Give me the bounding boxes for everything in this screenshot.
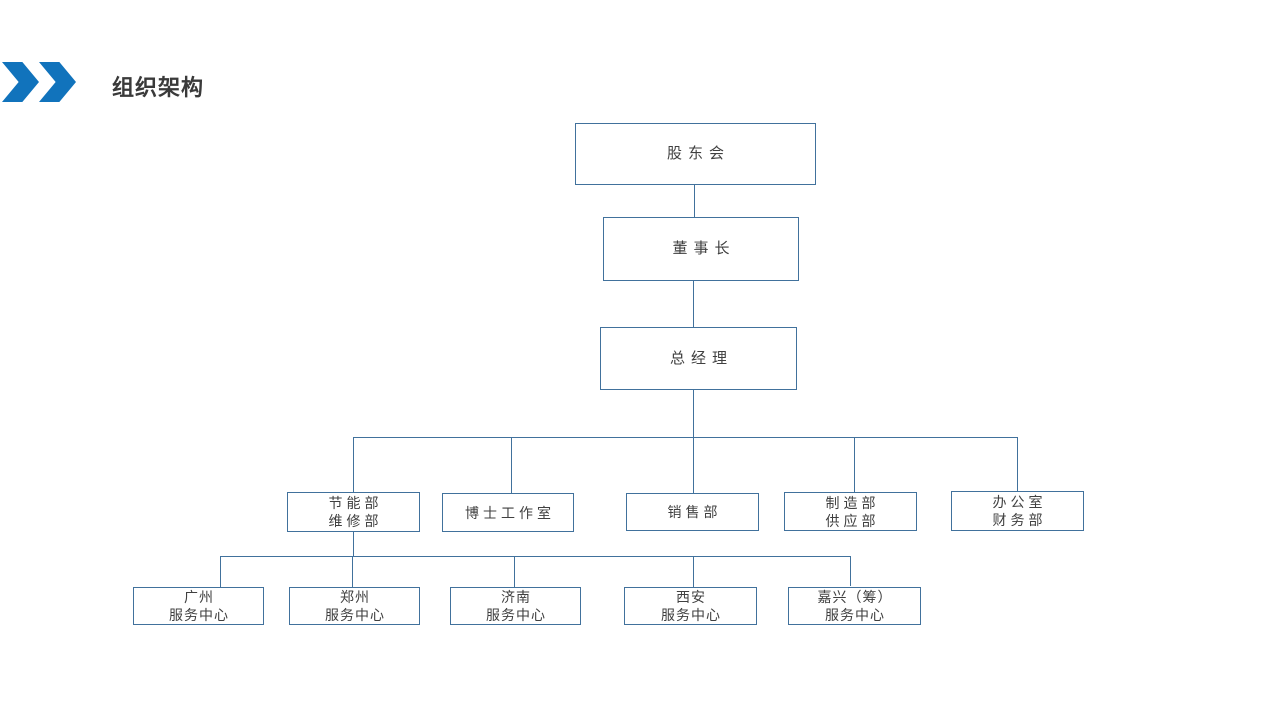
org-node-label: 股东会 [666, 145, 730, 162]
connector-drop-office [1017, 437, 1018, 491]
org-node-label: 服务中心 [486, 607, 546, 623]
org-node-label: 服务中心 [325, 607, 385, 623]
connector-chairman-gm [693, 281, 694, 327]
org-node-label: 西安 [676, 589, 706, 605]
org-node-zhengzhou-center: 郑州 服务中心 [289, 587, 420, 625]
connector-drop-xian [693, 556, 694, 587]
org-node-guangzhou-center: 广州 服务中心 [133, 587, 264, 625]
org-node-general-manager: 总经理 [600, 327, 797, 390]
org-node-office-finance: 办公室 财务部 [951, 491, 1084, 531]
connector-energy-bus [353, 532, 354, 556]
org-node-label: 董事长 [672, 240, 736, 257]
connector-gm-bus [693, 390, 694, 437]
org-node-label: 服务中心 [169, 607, 229, 623]
org-node-jiaxing-center: 嘉兴（筹） 服务中心 [788, 587, 921, 625]
org-node-label: 销售部 [667, 504, 722, 520]
connector-drop-jiaxing [850, 556, 851, 586]
org-node-label: 办公室 [992, 494, 1047, 510]
org-node-label: 财务部 [992, 512, 1047, 528]
org-node-phd-studio: 博士工作室 [442, 493, 574, 532]
org-node-label: 维修部 [328, 513, 383, 529]
page-title: 组织架构 [112, 75, 205, 100]
connector-drop-energy [353, 437, 354, 493]
connector-drop-sales [693, 437, 694, 493]
org-node-label: 郑州 [340, 589, 370, 605]
connector-drop-guangzhou [220, 556, 221, 587]
org-node-label: 服务中心 [825, 607, 885, 623]
org-node-label: 博士工作室 [465, 504, 555, 521]
org-node-label: 节能部 [328, 495, 383, 511]
org-node-chairman: 董事长 [603, 217, 799, 281]
org-node-manufacturing-supply: 制造部 供应部 [784, 492, 917, 531]
org-node-label: 总经理 [669, 349, 733, 367]
connector-drop-manufacturing [854, 437, 855, 492]
double-chevron-right-icon [2, 62, 82, 102]
org-node-label: 供应部 [825, 512, 880, 529]
connector-drop-jinan [514, 556, 515, 587]
connector-drop-phd [511, 437, 512, 493]
org-node-shareholders: 股东会 [575, 123, 816, 185]
connector-dept-bus [353, 437, 1018, 438]
org-node-sales: 销售部 [626, 493, 759, 531]
org-node-label: 制造部 [825, 494, 880, 511]
org-node-jinan-center: 济南 服务中心 [450, 587, 581, 625]
org-node-energy-maintenance: 节能部 维修部 [287, 492, 420, 532]
org-node-label: 嘉兴（筹） [817, 589, 893, 605]
chevron-right-icon [2, 62, 39, 102]
org-node-label: 广州 [184, 589, 214, 605]
connector-drop-zhengzhou [352, 556, 353, 587]
connector-center-bus [220, 556, 851, 557]
org-node-xian-center: 西安 服务中心 [624, 587, 757, 625]
org-node-label: 济南 [501, 589, 531, 605]
connector-shareholders-chairman [694, 185, 695, 217]
chevron-right-icon [39, 62, 76, 102]
org-node-label: 服务中心 [661, 607, 721, 623]
